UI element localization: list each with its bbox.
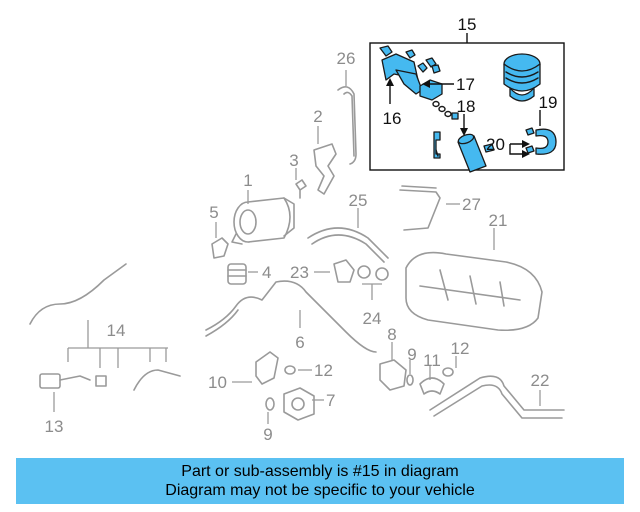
part-11-elbow	[419, 377, 445, 395]
callout-4: 4	[262, 263, 271, 282]
callout-13: 13	[45, 417, 64, 436]
callout-12b: 12	[451, 339, 470, 358]
callout-9b: 9	[407, 345, 416, 364]
callout-24: 24	[363, 309, 382, 328]
washers	[432, 100, 459, 120]
callout-14: 14	[107, 321, 126, 340]
part-2-bracket	[313, 143, 337, 195]
callout-9: 9	[263, 425, 272, 444]
part-14-lines	[29, 263, 181, 391]
callout-22: 22	[531, 371, 550, 390]
callout-25: 25	[349, 191, 368, 210]
callout-16: 16	[383, 109, 402, 128]
part-6-hose	[205, 280, 377, 353]
banner-line-2: Diagram may not be specific to your vehi…	[165, 482, 475, 499]
part-12b-clamp	[442, 367, 454, 377]
part-25-hose	[307, 227, 389, 263]
callout-27: 27	[462, 195, 481, 214]
part-1-air-pump	[231, 197, 295, 245]
part-5-bracket	[211, 237, 229, 259]
part-9-gasket	[265, 397, 275, 411]
part-27-pipe	[399, 185, 441, 231]
callout-1: 1	[243, 171, 252, 190]
part-pump-body	[503, 53, 541, 102]
callout-10: 10	[208, 373, 227, 392]
part-9b-gasket	[406, 374, 414, 386]
part-24-clips	[357, 265, 389, 281]
callout-19: 19	[539, 93, 558, 112]
part-3-bolt	[295, 179, 307, 199]
assembly-15-group[interactable]: 15 16 17	[369, 15, 565, 173]
callout-21: 21	[489, 211, 508, 230]
part-13-solenoid	[39, 373, 107, 389]
part-4-mount	[227, 263, 247, 285]
callout-12: 12	[314, 361, 333, 380]
part-18-strap	[433, 131, 441, 159]
part-21-tank	[405, 251, 543, 332]
callout-5: 5	[209, 203, 218, 222]
part-filter-canister	[457, 133, 495, 173]
part-23-connector	[333, 259, 355, 283]
callout-23: 23	[290, 263, 309, 282]
callout-26: 26	[337, 49, 356, 68]
part-12-gasket	[284, 365, 296, 375]
callout-11: 11	[423, 351, 441, 370]
callout-20: 20	[486, 135, 505, 154]
callout-15: 15	[458, 15, 477, 34]
callout-2: 2	[313, 107, 322, 126]
part-7-valve	[283, 387, 315, 421]
info-banner: Part or sub-assembly is #15 in diagram D…	[16, 458, 624, 504]
part-8-valve	[379, 359, 407, 391]
part-16-bracket	[379, 45, 441, 95]
callout-7: 7	[326, 391, 335, 410]
part-10-bracket	[255, 351, 279, 385]
callout-17: 17	[456, 75, 475, 94]
callout-8: 8	[387, 325, 396, 344]
leader-20	[509, 143, 524, 155]
part-19-hose	[525, 127, 557, 155]
callout-6: 6	[295, 333, 304, 352]
part-17-clip	[419, 79, 443, 101]
callout-18: 18	[457, 97, 476, 116]
parts-diagram: 15 16 17	[29, 15, 565, 444]
callout-3: 3	[289, 151, 298, 170]
part-22-pipe	[429, 375, 565, 419]
banner-line-1: Part or sub-assembly is #15 in diagram	[181, 463, 459, 480]
part-26-pipe	[337, 86, 357, 165]
